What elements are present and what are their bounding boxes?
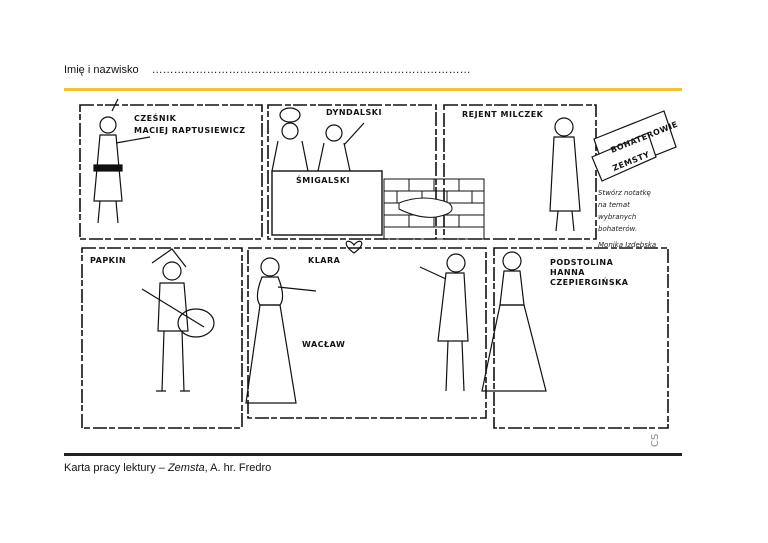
label-papkin: PAPKIN [90,256,126,265]
note-line-1: Stwórz notatkę [598,189,651,197]
label-rejent: REJENT MILCZEK [462,110,544,119]
papkin-figure [141,248,215,392]
czesnik-figure [93,98,151,224]
podstolina-figure [481,251,547,392]
label-podstolina-2: HANNA [550,268,585,277]
panel-podstolina [493,247,669,429]
name-dotted-field[interactable]: …………………………………………………………………………… [151,64,471,76]
panel-czesnik [79,104,263,240]
banner-ribbon [591,110,677,182]
note-line-2: na temat [598,201,630,209]
label-czesnik-1: CZEŚNIK [134,112,177,123]
note-line-3: wybranych [598,213,636,221]
label-smigalski: ŚMIGALSKI [296,174,350,185]
panel-rejent [443,104,597,240]
footer-prefix: Karta pracy lektury – [64,462,168,474]
worksheet-drawing: CZEŚNIK MACIEJ RAPTUSIEWICZ DYNDALSKI ŚM… [64,88,682,456]
label-podstolina-1: PODSTOLINA [550,258,614,267]
label-podstolina-3: CZEPIERGIŃSKA [550,276,629,287]
klara-figure [245,257,317,404]
rejent-figure [549,117,581,232]
comic-panels: CZEŚNIK MACIEJ RAPTUSIEWICZ DYNDALSKI ŚM… [79,98,679,447]
name-label: Imię i nazwisko [64,64,139,76]
footer-suffix: , A. hr. Fredro [204,462,272,474]
footer-title: Zemsta [167,462,205,474]
label-waclaw: WACŁAW [302,340,345,349]
panel-dyndalski [267,104,437,240]
panel-klara-waclaw [247,247,487,419]
label-klara: KLARA [308,256,341,265]
signature: Monika Izdebska [598,241,656,249]
brick-wall [383,178,485,240]
heart-icon [345,240,363,254]
dyndalski-figures [271,107,365,172]
label-czesnik-2: MACIEJ RAPTUSIEWICZ [134,126,246,135]
label-dyndalski: DYNDALSKI [326,108,382,117]
name-line: Imię i nazwisko ………………………………………………………………… [64,64,471,76]
waclaw-figure [419,253,469,392]
smigalski-board [271,170,383,236]
note-line-4: bohaterów. [598,225,637,233]
panel-papkin [81,247,243,429]
footer-caption: Karta pracy lektury – Zemsta, A. hr. Fre… [64,462,271,474]
watermark: CS [650,434,661,447]
